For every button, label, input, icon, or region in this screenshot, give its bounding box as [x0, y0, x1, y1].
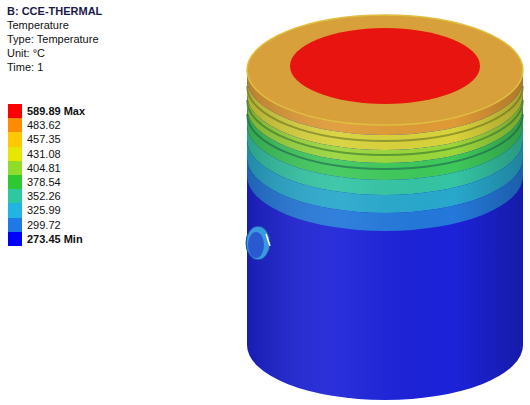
legend-row: 431.08 — [8, 147, 118, 161]
legend-row: 299.72 — [8, 218, 118, 232]
crown-face — [247, 15, 523, 125]
legend-swatch — [8, 232, 22, 246]
legend-row: 325.99 — [8, 203, 118, 217]
pin-hole-highlight — [266, 234, 270, 246]
pin-hole — [246, 226, 270, 260]
legend-row: 483.62 — [8, 118, 118, 132]
header-label: Type: Temperature — [7, 32, 102, 46]
legend-swatch — [8, 118, 22, 132]
crown-hot-zone — [290, 28, 480, 104]
header-label: Time: 1 — [7, 60, 102, 74]
legend-value: 457.35 — [27, 132, 61, 146]
header-label: Temperature — [7, 18, 102, 32]
legend-swatch — [8, 132, 22, 146]
legend-row: 404.81 — [8, 161, 118, 175]
legend-swatch — [8, 104, 22, 118]
legend-swatch — [8, 161, 22, 175]
legend-swatch — [8, 203, 22, 217]
legend-row: 273.45 Min — [8, 232, 118, 246]
pin-hole-inner — [248, 232, 264, 258]
legend-value: 589.89 Max — [27, 104, 85, 118]
legend-value: 378.54 — [27, 175, 61, 189]
color-legend: 589.89 Max483.62457.35431.08404.81378.54… — [8, 104, 118, 249]
legend-row: 589.89 Max — [8, 104, 118, 118]
legend-value: 483.62 — [27, 118, 61, 132]
legend-value: 404.81 — [27, 161, 61, 175]
legend-swatch — [8, 147, 22, 161]
plot-header: B: CCE-THERMALTemperatureType: Temperatu… — [7, 4, 102, 74]
legend-swatch — [8, 189, 22, 203]
legend-value: 352.26 — [27, 189, 61, 203]
legend-row: 457.35 — [8, 132, 118, 146]
plot-title: B: CCE-THERMAL — [7, 4, 102, 18]
legend-value: 431.08 — [27, 147, 61, 161]
legend-value: 299.72 — [27, 218, 61, 232]
header-label: Unit: °C — [7, 46, 102, 60]
legend-value: 325.99 — [27, 203, 61, 217]
legend-swatch — [8, 218, 22, 232]
legend-swatch — [8, 175, 22, 189]
legend-value: 273.45 Min — [27, 232, 83, 246]
legend-row: 352.26 — [8, 189, 118, 203]
legend-row: 378.54 — [8, 175, 118, 189]
